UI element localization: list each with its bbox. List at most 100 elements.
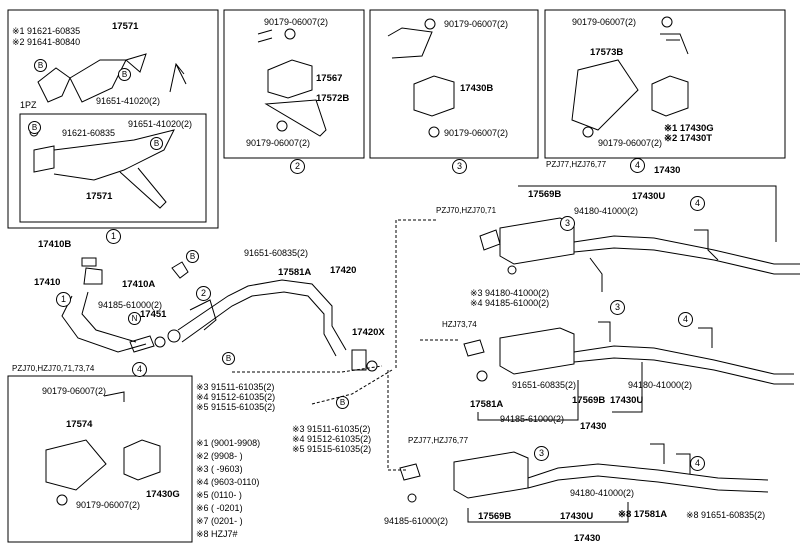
legend-item-5: ※6 ( -0201)	[196, 503, 243, 513]
legend-item-4: ※5 (0110- )	[196, 490, 242, 500]
box-3-frame	[369, 9, 539, 159]
g3-part-17581a: ※8 17581A	[618, 509, 668, 520]
bolt-2-item-1: ※4 91512-61035(2)	[292, 434, 372, 444]
bolt-list-2-b-mark: B	[336, 396, 349, 409]
g3-part-91651: ※8 91651-60835(2)	[686, 510, 766, 520]
box2-part-90179-top: 90179-06007(2)	[264, 17, 329, 27]
bolt-1-item-2: ※5 91515-61035(2)	[196, 402, 276, 412]
g2-part-17581a: 17581A	[470, 399, 504, 410]
left-b-mark-a: B	[186, 250, 199, 263]
right-dashed-links	[387, 219, 460, 471]
box-1-frame	[7, 9, 219, 229]
g1-note-3: ※3 94180-41000(2)	[470, 288, 550, 298]
legend-item-2: ※3 ( -9603)	[196, 464, 243, 474]
box2-part-17572b: 17572B	[316, 93, 350, 104]
legend-item-1: ※2 (9908- )	[196, 451, 243, 461]
box1-part-17571-top: 17571	[112, 21, 139, 32]
box-3-parts	[387, 18, 455, 138]
box1-b-mark-2: B	[118, 68, 131, 81]
box4-index: 4	[630, 158, 645, 173]
right-group-1	[479, 185, 800, 292]
g3-part-94180: 94180-41000(2)	[570, 488, 635, 498]
box-4-frame	[544, 9, 786, 159]
g2-part-17430u: 17430U	[610, 395, 644, 406]
g3-index-3: 3	[534, 446, 549, 461]
left-index-2: 2	[196, 286, 211, 301]
g1-index-3: 3	[560, 216, 575, 231]
right-bottom-17430: 17430	[574, 533, 601, 544]
g2-part-91651: 91651-60835(2)	[512, 380, 577, 390]
legend-item-0: ※1 (9001-9908)	[196, 438, 261, 448]
left-n-mark: N	[128, 312, 141, 325]
box-5-frame	[7, 375, 193, 543]
box3-part-90179-bottom: 90179-06007(2)	[444, 128, 509, 138]
g2-caption: HZJ73,74	[442, 320, 477, 329]
g3-part-17430u: 17430U	[560, 511, 594, 522]
box5-part-90179-top: 90179-06007(2)	[42, 386, 107, 396]
legend-item-6: ※7 (0201- )	[196, 516, 243, 526]
box1-b-mark-1: B	[34, 59, 47, 72]
g2-index-4: 4	[678, 312, 693, 327]
bolt-1-item-0: ※3 91511-61035(2)	[196, 382, 275, 392]
left-index-1: 1	[56, 292, 71, 307]
box1-part-91651-top: 91651-41020(2)	[96, 96, 161, 106]
box4-part-90179-top: 90179-06007(2)	[572, 17, 637, 27]
left-exhaust-assembly	[61, 257, 378, 372]
box4-part-17430g: ※1 17430G	[664, 123, 714, 134]
box1-note-2: ※2 91641-80840	[12, 37, 81, 47]
box1-part-91651-inner: 91651-41020(2)	[128, 119, 193, 129]
g3-caption: PZJ77,HZJ76,77	[408, 436, 469, 445]
box1-part-91621: 91621-60835	[62, 128, 116, 138]
box1-part-17571-bottom: 17571	[86, 191, 113, 202]
bolt-2-item-2: ※5 91515-61035(2)	[292, 444, 372, 454]
box2-part-90179-bottom: 90179-06007(2)	[246, 138, 311, 148]
box1-note-1: ※1 91621-60835	[12, 26, 81, 36]
box1-b-mark-3: B	[28, 121, 41, 134]
g3-index-4: 4	[690, 456, 705, 471]
part-17410: 17410	[34, 277, 61, 288]
box3-part-17430b: 17430B	[460, 83, 494, 94]
left-leader-lines	[232, 365, 393, 405]
part-94185-left: 94185-61000(2)	[98, 300, 163, 310]
part-17451: 17451	[140, 309, 167, 320]
box3-index: 3	[452, 159, 467, 174]
part-17581a-left: 17581A	[278, 267, 312, 278]
g1-index-4: 4	[690, 196, 705, 211]
right-top-17430: 17430	[654, 165, 681, 176]
box-2-frame	[223, 9, 365, 159]
g3-part-94185: 94185-61000(2)	[384, 516, 449, 526]
g2-part-94180: 94180-41000(2)	[628, 380, 693, 390]
part-17410a: 17410A	[122, 279, 156, 290]
box5-index: 4	[132, 362, 147, 377]
part-91651-left: 91651-60835(2)	[244, 248, 309, 258]
box1-index: 1	[106, 229, 121, 244]
box4-part-17573b: 17573B	[590, 47, 624, 58]
g2-part-17569b: 17569B	[572, 395, 606, 406]
part-17420: 17420	[330, 265, 357, 276]
g1-part-17569b: 17569B	[528, 189, 562, 200]
box3-part-90179-top: 90179-06007(2)	[444, 19, 509, 29]
box4-part-90179-bottom: 90179-06007(2)	[598, 138, 663, 148]
g2-part-17430: 17430	[580, 421, 607, 432]
box5-part-17430g: 17430G	[146, 489, 180, 500]
box1-b-mark-4: B	[150, 137, 163, 150]
box2-part-17567: 17567	[316, 73, 343, 84]
part-17410b: 17410B	[38, 239, 72, 250]
box-4-parts	[571, 16, 689, 138]
legend-item-3: ※4 (9603-0110)	[196, 477, 260, 487]
box4-caption: PZJ77,HZJ76,77	[546, 160, 607, 169]
box-2-parts	[257, 28, 327, 137]
right-group-3	[399, 443, 769, 523]
box2-index: 2	[290, 159, 305, 174]
g1-note-4: ※4 94185-61000(2)	[470, 298, 550, 308]
box5-part-90179-bottom: 90179-06007(2)	[76, 500, 141, 510]
box4-part-17430t: ※2 17430T	[664, 133, 713, 144]
bolt-1-item-1: ※4 91512-61035(2)	[196, 392, 276, 402]
box1-1pz-label: 1PZ	[20, 100, 37, 110]
box5-caption: PZJ70,HZJ70,71,73,74	[12, 364, 95, 373]
part-17420x: 17420X	[352, 327, 385, 338]
g1-part-17430u: 17430U	[632, 191, 666, 202]
g2-index-3: 3	[610, 300, 625, 315]
